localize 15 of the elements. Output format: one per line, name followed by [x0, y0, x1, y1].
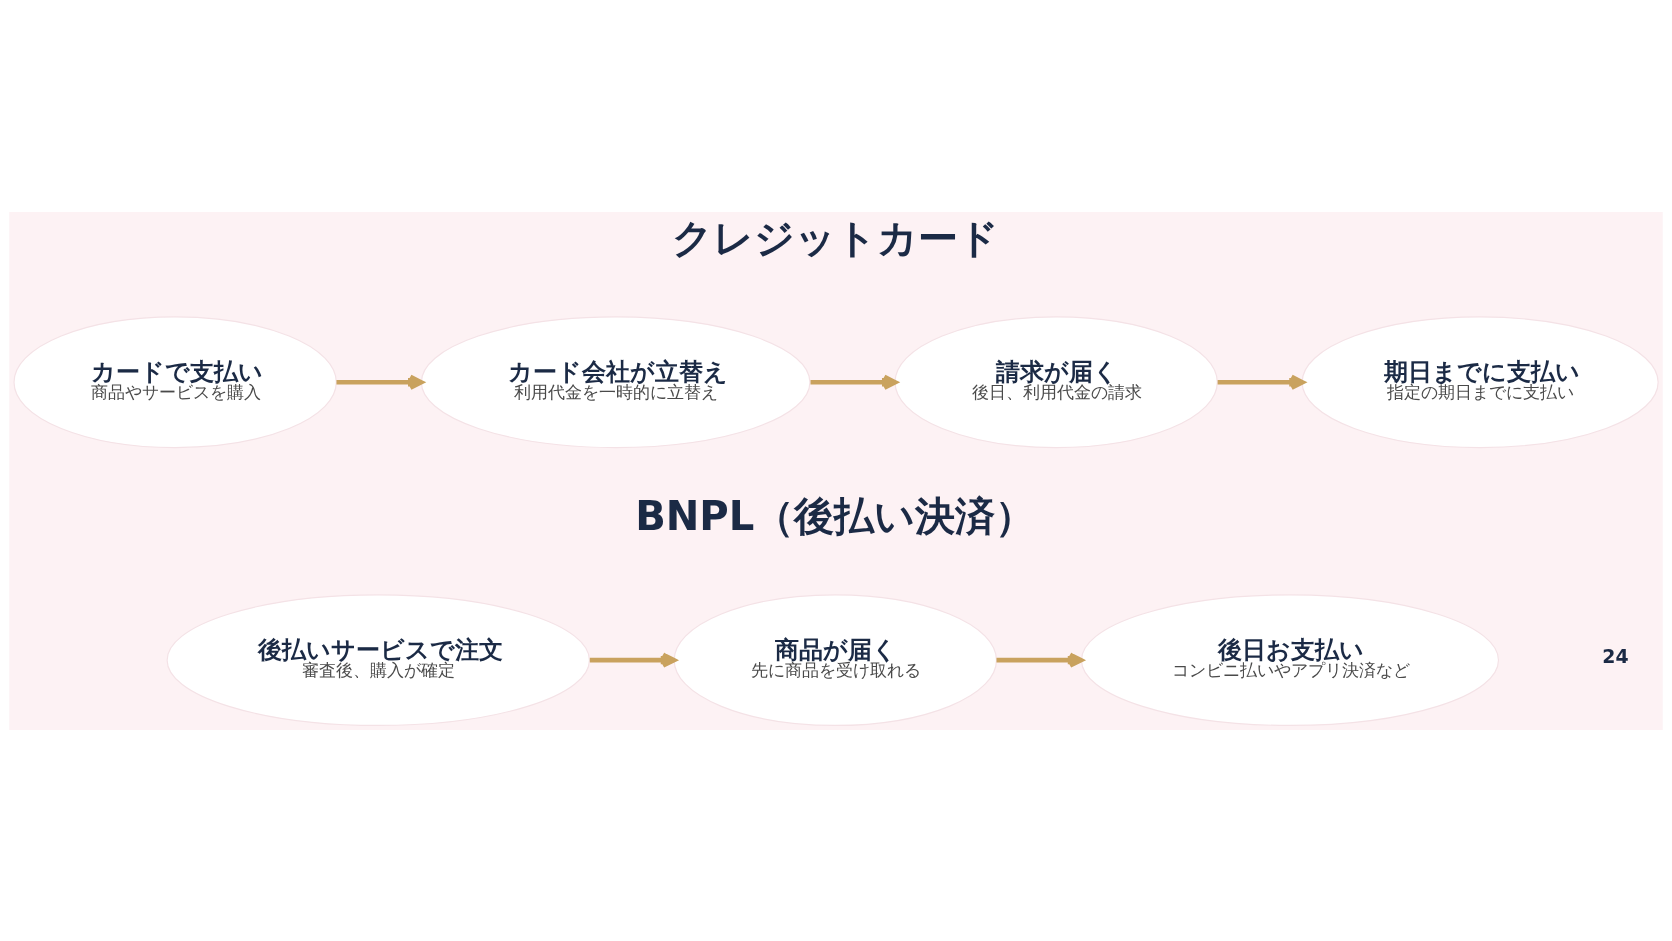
node-ellipse: 後払いサービスで注文 審査後、購入が確定: [166, 593, 591, 726]
arrow: [336, 374, 424, 390]
node-ellipse: カードで支払い 商品やサービスを購入: [13, 315, 337, 448]
arrow: [589, 651, 677, 668]
arrow: [1217, 374, 1305, 390]
node-ellipse: カード会社が立替え 利用代金を一時的に立替え: [420, 315, 811, 448]
label: 24: [1602, 644, 1629, 667]
label: クレジットカード: [672, 214, 1000, 261]
node-ellipse: 商品が届く 先に商品を受け取れる: [673, 593, 998, 726]
node-ellipse: 期日までに支払い 指定の期日までに支払い: [1301, 315, 1659, 448]
arrow: [996, 651, 1084, 668]
node-ellipse: 後日お支払い コンビニ払いやアプリ決済など: [1080, 593, 1500, 726]
node-ellipse: 請求が届く 後日、利用代金の請求: [894, 315, 1218, 448]
label: BNPL（後払い決済）: [635, 492, 1036, 539]
arrow: [810, 374, 898, 390]
